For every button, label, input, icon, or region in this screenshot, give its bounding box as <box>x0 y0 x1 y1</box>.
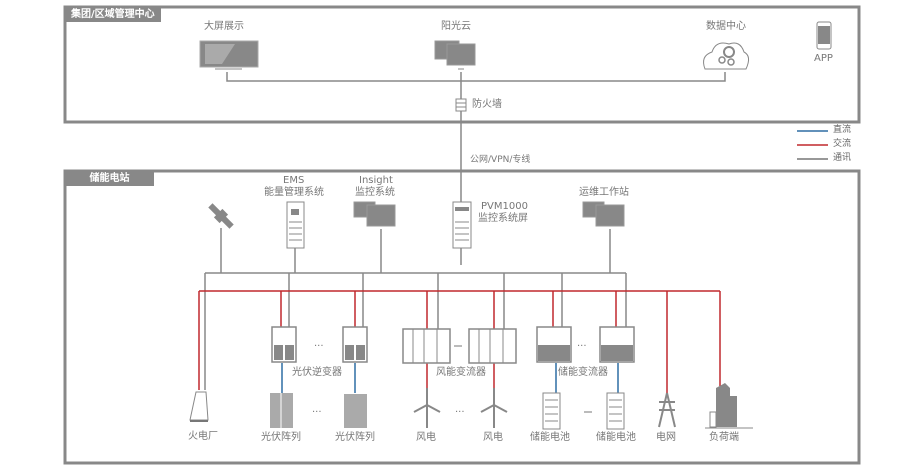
load-building-icon <box>705 383 753 429</box>
region-frame-management <box>63 5 861 124</box>
storage-converter-icon-2 <box>599 326 635 363</box>
firewall-label: 防火墙 <box>472 99 502 110</box>
region-title-management: 集团/区域管理中心 <box>65 7 161 22</box>
wind-converter-label: 风能变流器 <box>436 367 486 378</box>
pv-array-label-2: 光伏阵列 <box>335 432 375 443</box>
ellipsis-storage: ... <box>577 338 587 349</box>
big-screen-label: 大屏展示 <box>204 21 244 32</box>
app-label: APP <box>814 53 833 64</box>
battery-label-2: 储能电池 <box>596 432 636 443</box>
pvm-cabinet-icon <box>452 201 472 249</box>
storage-converter-label: 储能变流器 <box>558 367 608 378</box>
wind-label-2: 风电 <box>483 432 503 443</box>
wind-label-1: 风电 <box>416 432 436 443</box>
insight-label-2: 监控系统 <box>355 187 395 198</box>
ellipsis-marks <box>454 345 592 413</box>
firewall-icon <box>455 98 467 112</box>
ems-label-1: EMS <box>283 175 305 186</box>
legend-comm: 通讯 <box>833 153 852 163</box>
ops-label: 运维工作站 <box>579 187 629 198</box>
battery-icon-2 <box>606 392 625 430</box>
pvm-label-1: PVM1000 <box>481 201 528 212</box>
region-title-station: 储能电站 <box>65 171 154 186</box>
data-center-label: 数据中心 <box>706 21 746 32</box>
grid-tower-icon <box>658 392 676 428</box>
legend-dc: 直流 <box>833 125 852 135</box>
ellipsis-wind: ... <box>455 404 465 415</box>
dc-lines <box>281 363 619 393</box>
load-label: 负荷端 <box>709 432 739 443</box>
insight-monitor-icon <box>353 201 396 227</box>
region-frame-station <box>63 169 861 465</box>
cloud-monitor-icon <box>434 40 476 70</box>
pv-array-icon-2 <box>344 394 367 428</box>
pvm-label-2: 监控系统屏 <box>478 213 528 224</box>
big-screen-icon <box>199 40 259 70</box>
insight-label-1: Insight <box>359 175 393 186</box>
battery-icon-1 <box>542 392 561 430</box>
grid-label: 电网 <box>656 432 676 443</box>
station-comm-lines <box>204 228 627 390</box>
wind-turbine-icon-1 <box>413 388 441 428</box>
ops-monitor-icon <box>582 201 625 227</box>
app-phone-icon <box>816 21 832 50</box>
link-label: 公网/VPN/专线 <box>470 155 531 165</box>
thermal-plant-icon <box>189 391 209 422</box>
ellipsis-pv-array: ... <box>312 404 322 415</box>
legend-ac: 交流 <box>833 139 852 149</box>
sun-cloud-label: 阳光云 <box>441 21 471 32</box>
data-center-cloud-icon <box>703 42 750 70</box>
storage-converter-icon-1 <box>536 326 572 363</box>
wind-turbine-icon-2 <box>480 388 508 428</box>
ems-cabinet-icon <box>286 201 305 249</box>
satellite-icon <box>208 203 234 229</box>
pv-inverter-icon-1 <box>271 326 297 363</box>
thermal-label: 火电厂 <box>188 431 218 442</box>
ellipsis-pv: ... <box>314 338 324 349</box>
pv-inverter-icon-2 <box>342 326 368 363</box>
ems-label-2: 能量管理系统 <box>264 187 324 198</box>
pv-inverter-label: 光伏逆变器 <box>292 367 342 378</box>
wind-converter-icon-1 <box>402 328 451 364</box>
pv-array-label-1: 光伏阵列 <box>261 432 301 443</box>
wind-converter-icon-2 <box>468 328 517 364</box>
battery-label-1: 储能电池 <box>530 432 570 443</box>
